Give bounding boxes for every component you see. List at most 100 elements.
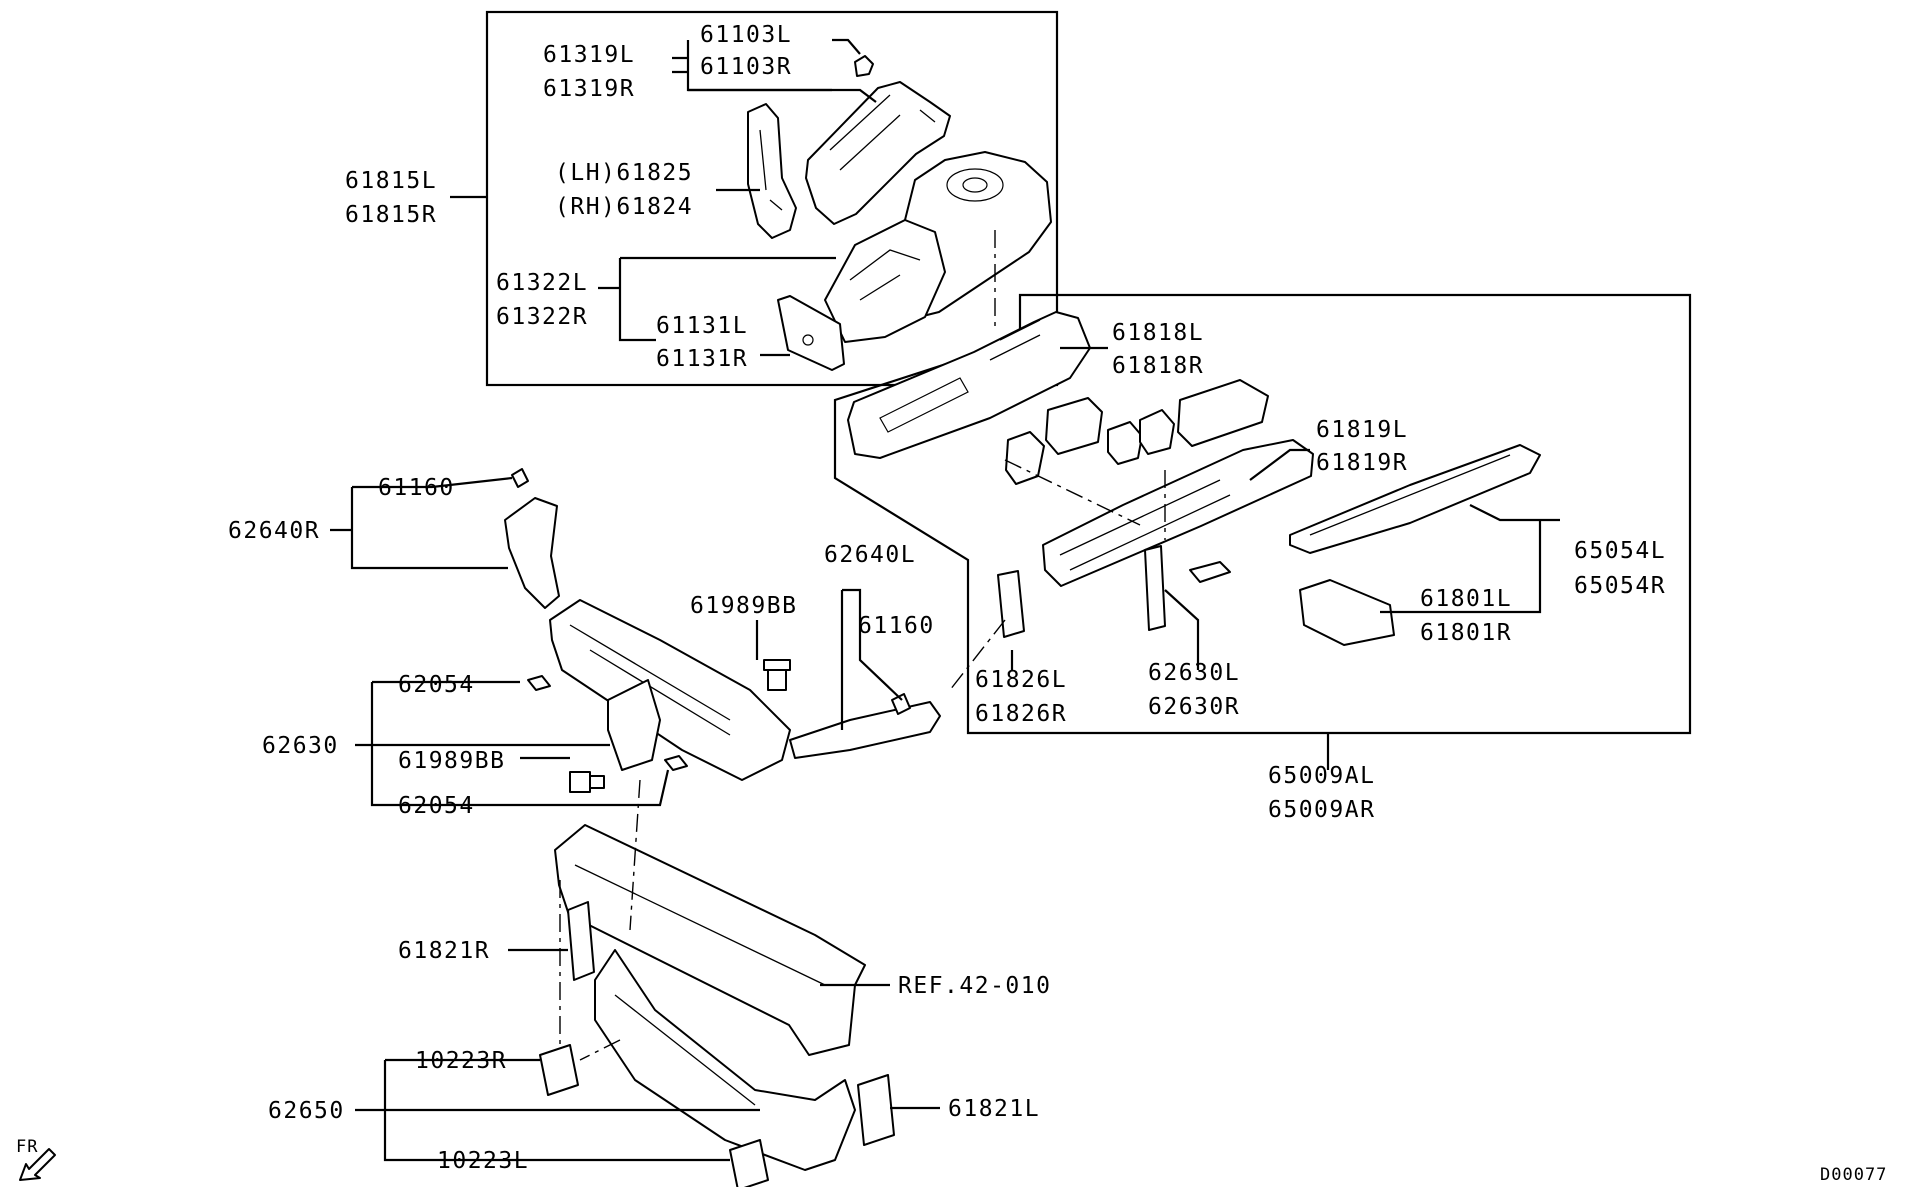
strut-tower-hole [962, 177, 988, 193]
bracket-set-d [1177, 379, 1269, 447]
label-61815L: 61815L [345, 168, 437, 194]
bumper-reinforcement-detail [574, 864, 826, 986]
label-61818L: 61818L [1112, 320, 1204, 346]
bracket-62640L [789, 701, 941, 759]
label-10223L: 10223L [437, 1148, 529, 1174]
label-61131L: 61131L [656, 313, 748, 339]
bolt-61989BB-left [569, 771, 605, 793]
label-65054L: 65054L [1574, 538, 1666, 564]
label-61131R: 61131R [656, 346, 748, 372]
label-61826L: 61826L [975, 667, 1067, 693]
label-62630: 62630 [262, 733, 339, 759]
label-61801R: 61801R [1420, 620, 1512, 646]
ref-line-4 [949, 619, 1006, 691]
label-62630L: 62630L [1148, 660, 1240, 686]
apron-reinforcement-61319 [805, 81, 951, 225]
front-side-member-detail [1059, 479, 1231, 571]
strut-tower-front [824, 219, 946, 343]
label-61826R: 61826R [975, 701, 1067, 727]
label-61319R: 61319R [543, 76, 635, 102]
label-62640L: 62640L [824, 542, 916, 568]
leader-61160-top [350, 476, 513, 570]
label-61989BB-top: 61989BB [690, 593, 797, 619]
apron-reinforcement-detail [829, 94, 936, 171]
label-62054-top: 62054 [398, 672, 475, 698]
label-61819L: 61819L [1316, 417, 1408, 443]
clip-61103 [854, 55, 874, 77]
label-62054-bottom: 62054 [398, 793, 475, 819]
bracket-62630L [1144, 545, 1166, 631]
leader-62630 [355, 682, 610, 807]
label-61821L: 61821L [948, 1096, 1040, 1122]
bracket-10223R [539, 1044, 579, 1096]
label-10223R: 10223R [415, 1048, 507, 1074]
leader-62054-bottom [520, 769, 670, 807]
label-61821R: 61821R [398, 938, 490, 964]
front-side-member-61819 [1042, 439, 1314, 587]
leader-62630L [1164, 589, 1200, 670]
label-ref42010: REF.42-010 [898, 973, 1051, 999]
bracket-61821L [857, 1074, 895, 1146]
label-65009AL: 65009AL [1268, 763, 1375, 789]
bolt-61989BB-top [763, 659, 791, 691]
clip-61160-top [511, 468, 529, 488]
plate-61131 [777, 295, 845, 371]
label-61103R: 61103R [700, 54, 792, 80]
label-61815R: 61815R [345, 202, 437, 228]
rear-side-member-65054 [1289, 444, 1541, 554]
bracket-61825 [747, 103, 797, 239]
bracket-set-a [1045, 397, 1103, 455]
small-bracket-under-member [1189, 561, 1231, 583]
clip-61160-right [891, 693, 911, 715]
radiator-support-detail [569, 624, 731, 736]
label-61989BB-left: 61989BB [398, 748, 505, 774]
upper-assembly-box [485, 10, 1059, 387]
clip-62054-bottom [664, 755, 688, 771]
leader-62640L [840, 588, 903, 730]
leader-61319 [672, 70, 877, 103]
ref-line-7 [579, 1039, 621, 1061]
label-65054R: 65054R [1574, 573, 1666, 599]
bracket-set-c [1139, 409, 1175, 455]
leader-61322 [598, 256, 836, 342]
bracket-61801 [1299, 579, 1395, 646]
label-65009AR: 65009AR [1268, 797, 1375, 823]
leader-61819 [1249, 448, 1310, 481]
label-61160-top: 61160 [378, 475, 455, 501]
front-direction-indicator: FR [16, 1137, 56, 1181]
diagram-id: D00077 [1820, 1165, 1887, 1185]
label-61160-right: 61160 [858, 613, 935, 639]
clip-62054-top [527, 675, 551, 691]
label-62630R: 62630R [1148, 694, 1240, 720]
label-61322L: 61322L [496, 270, 588, 296]
ref-line-2 [1004, 459, 1141, 526]
label-61322R: 61322R [496, 304, 588, 330]
label-61103L: 61103L [700, 22, 792, 48]
radiator-support-62630 [549, 599, 791, 781]
lower-cross-member-detail [614, 994, 756, 1106]
strut-tower-detail [849, 249, 921, 301]
label-61819R: 61819R [1316, 450, 1408, 476]
bracket-10223L [729, 1139, 769, 1187]
rear-side-member-detail [1309, 454, 1511, 536]
plate-61131-hole [802, 334, 814, 346]
lower-cross-member-62650 [594, 949, 856, 1171]
label-61825: (LH)61825 [555, 160, 693, 186]
label-61824: (RH)61824 [555, 194, 693, 220]
label-61319L: 61319L [543, 42, 635, 68]
leader-10223R [383, 1058, 540, 1162]
bracket-set-b [1107, 421, 1143, 465]
bracket-61825-detail [759, 129, 783, 211]
inner-apron-window [879, 377, 969, 433]
inner-apron-detail [989, 319, 1041, 361]
gusset-61826 [997, 570, 1025, 638]
label-62650: 62650 [268, 1098, 345, 1124]
bracket-62640R [504, 497, 560, 609]
direction-label: FR [16, 1137, 38, 1157]
label-61818R: 61818R [1112, 353, 1204, 379]
bracket-61821R [567, 901, 595, 981]
label-62640R: 62640R [228, 518, 320, 544]
leader-65054 [1400, 504, 1560, 614]
radiator-support-stay [607, 679, 661, 771]
